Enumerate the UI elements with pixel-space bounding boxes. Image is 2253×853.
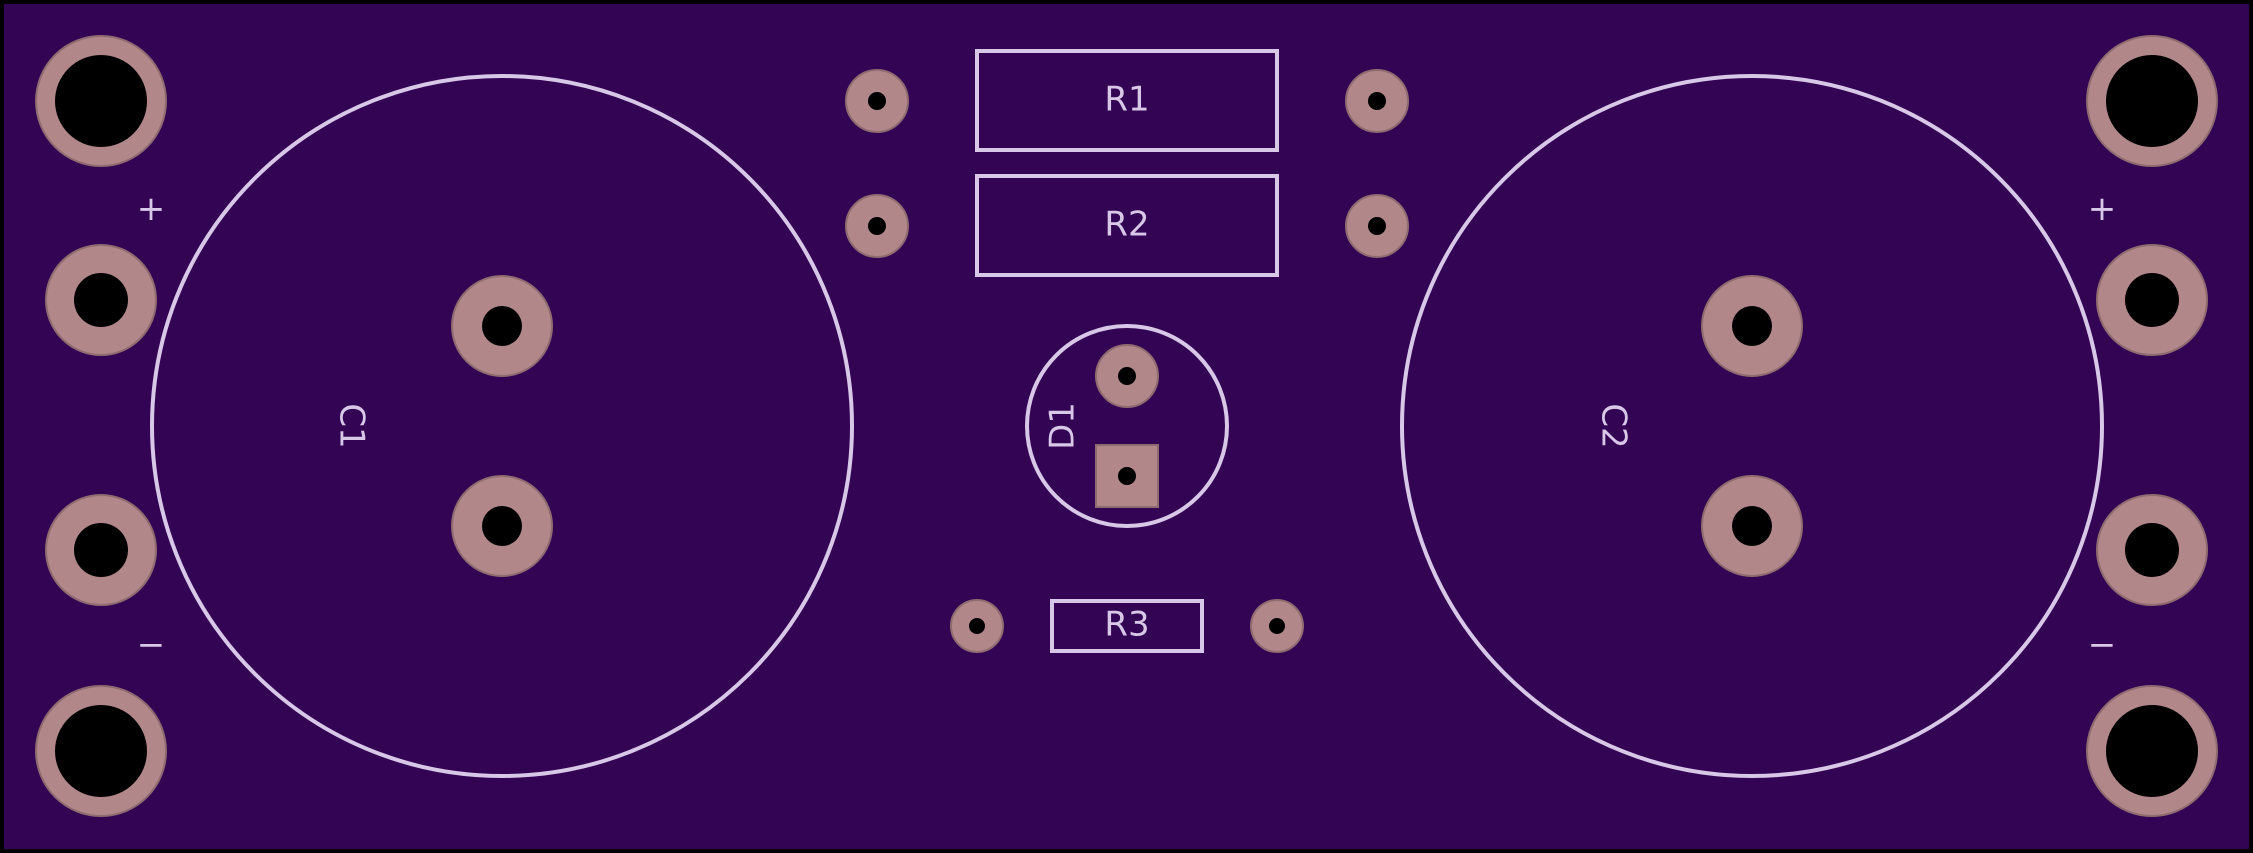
mounting-hole-top-left: [35, 35, 167, 167]
d1-pad-cathode: [1095, 444, 1159, 508]
c1-label: C1: [332, 403, 372, 448]
capacitor-c2: C2: [1400, 74, 2104, 778]
mounting-hole-bottom-left: [35, 685, 167, 817]
r2-label: R2: [1104, 205, 1149, 245]
r3-pad-1: [950, 599, 1004, 653]
left-plus-mark: +: [137, 189, 166, 229]
mounting-hole-bottom-right: [2086, 685, 2218, 817]
c2-pad-1: [1701, 275, 1803, 377]
right-plus-mark: +: [2088, 189, 2117, 229]
r1-label: R1: [1104, 80, 1149, 120]
r1-outline: [975, 49, 1279, 152]
terminal-pad-left-plus: [45, 244, 157, 356]
capacitor-c1: C1: [150, 74, 854, 778]
right-minus-mark: −: [2088, 625, 2117, 665]
terminal-pads: [45, 244, 2208, 606]
r3-label: R3: [1104, 605, 1149, 645]
c2-outline: [1400, 74, 2104, 778]
diode-d1: D1: [1025, 324, 1229, 528]
resistor-r3: R3: [950, 599, 1304, 653]
resistor-r2: R2: [845, 174, 1409, 277]
r2-pad-2: [1345, 194, 1409, 258]
d1-pad-anode: [1095, 344, 1159, 408]
terminal-pad-right-minus: [2096, 494, 2208, 606]
c1-outline: [150, 74, 854, 778]
r3-outline: [1050, 599, 1204, 653]
mounting-holes: [35, 35, 2218, 817]
c2-label: C2: [1594, 403, 1634, 448]
terminal-pad-left-minus: [45, 494, 157, 606]
c1-pad-1: [451, 275, 553, 377]
left-minus-mark: −: [137, 625, 166, 665]
r3-pad-2: [1250, 599, 1304, 653]
resistor-r1: R1: [845, 49, 1409, 152]
d1-label: D1: [1043, 402, 1083, 450]
r1-pad-1: [845, 69, 909, 133]
terminal-pad-right-plus: [2096, 244, 2208, 356]
c2-pad-2: [1701, 475, 1803, 577]
r1-pad-2: [1345, 69, 1409, 133]
r2-pad-1: [845, 194, 909, 258]
mounting-hole-top-right: [2086, 35, 2218, 167]
c1-pad-2: [451, 475, 553, 577]
r2-outline: [975, 174, 1279, 277]
d1-outline: [1025, 324, 1229, 528]
